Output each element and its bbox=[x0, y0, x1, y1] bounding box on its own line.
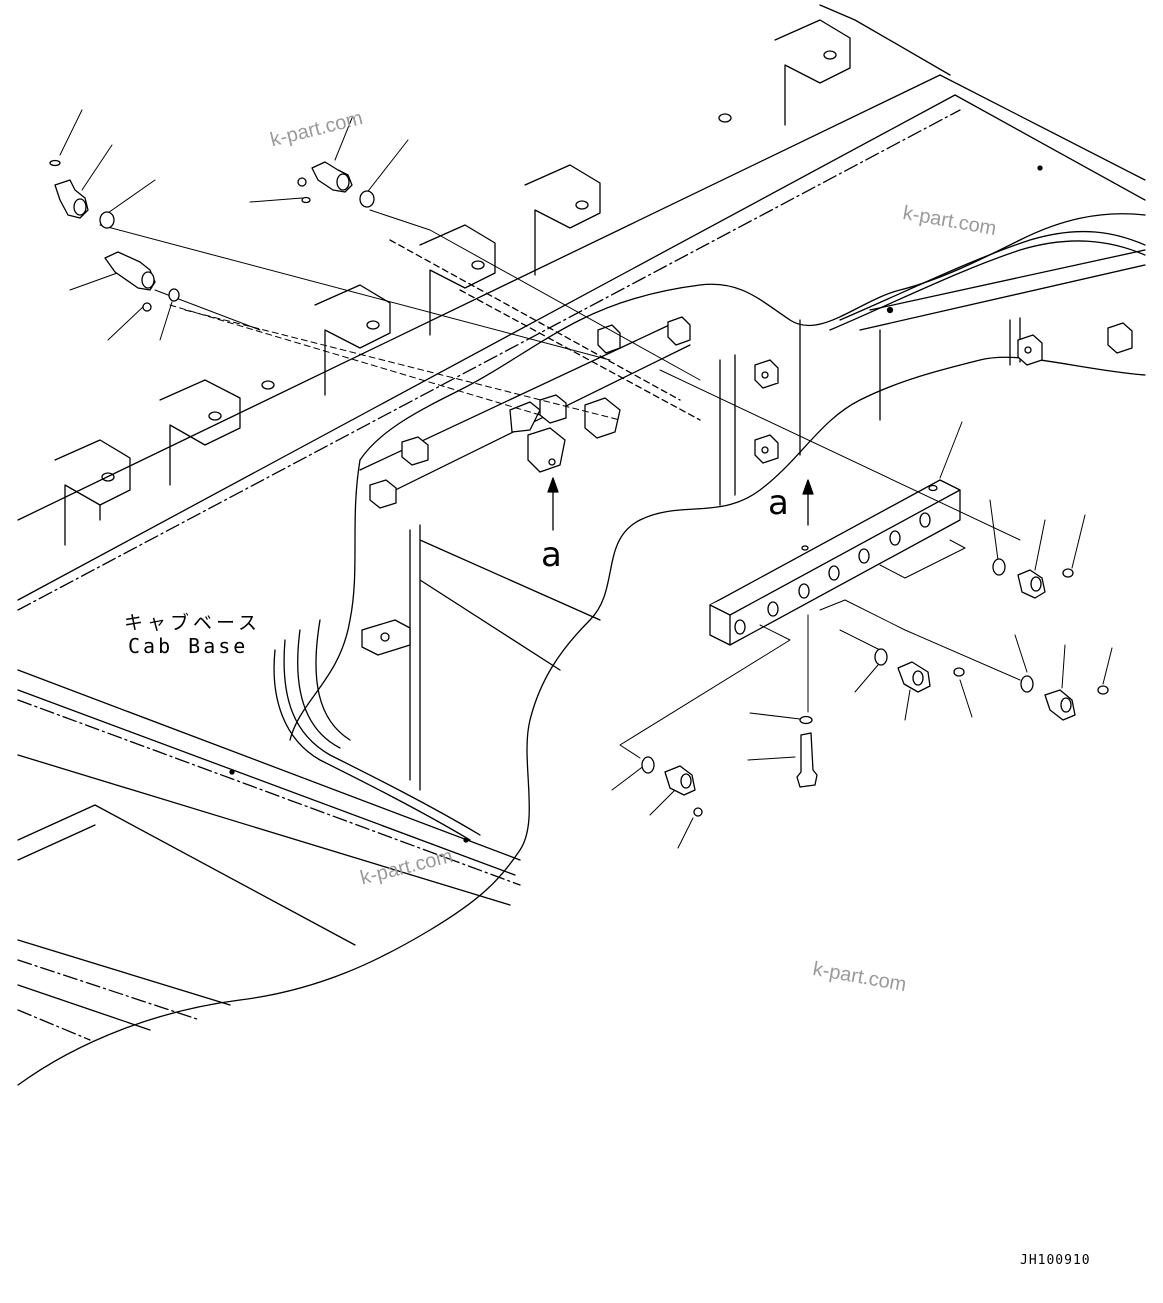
grease-manifold bbox=[709, 479, 961, 646]
arrow-label-a-left: a bbox=[541, 535, 562, 575]
grease-hoses bbox=[273, 230, 1146, 841]
cab-base-frame bbox=[17, 74, 1146, 1041]
cab-base-label-en: Cab Base bbox=[128, 634, 249, 658]
arrow-label-a-right: a bbox=[768, 483, 789, 523]
leader-lines bbox=[59, 109, 1113, 849]
inner-beams bbox=[359, 239, 1146, 791]
cutaway-boundary bbox=[17, 356, 1146, 1086]
drawing-code: JH100910 bbox=[1020, 1253, 1091, 1268]
mounting-plates bbox=[54, 4, 951, 546]
view-arrows bbox=[547, 477, 814, 531]
grease-fittings bbox=[49, 159, 1109, 817]
mount-blocks bbox=[361, 316, 1133, 656]
cab-base-label-jp: キャブベース bbox=[124, 612, 262, 634]
